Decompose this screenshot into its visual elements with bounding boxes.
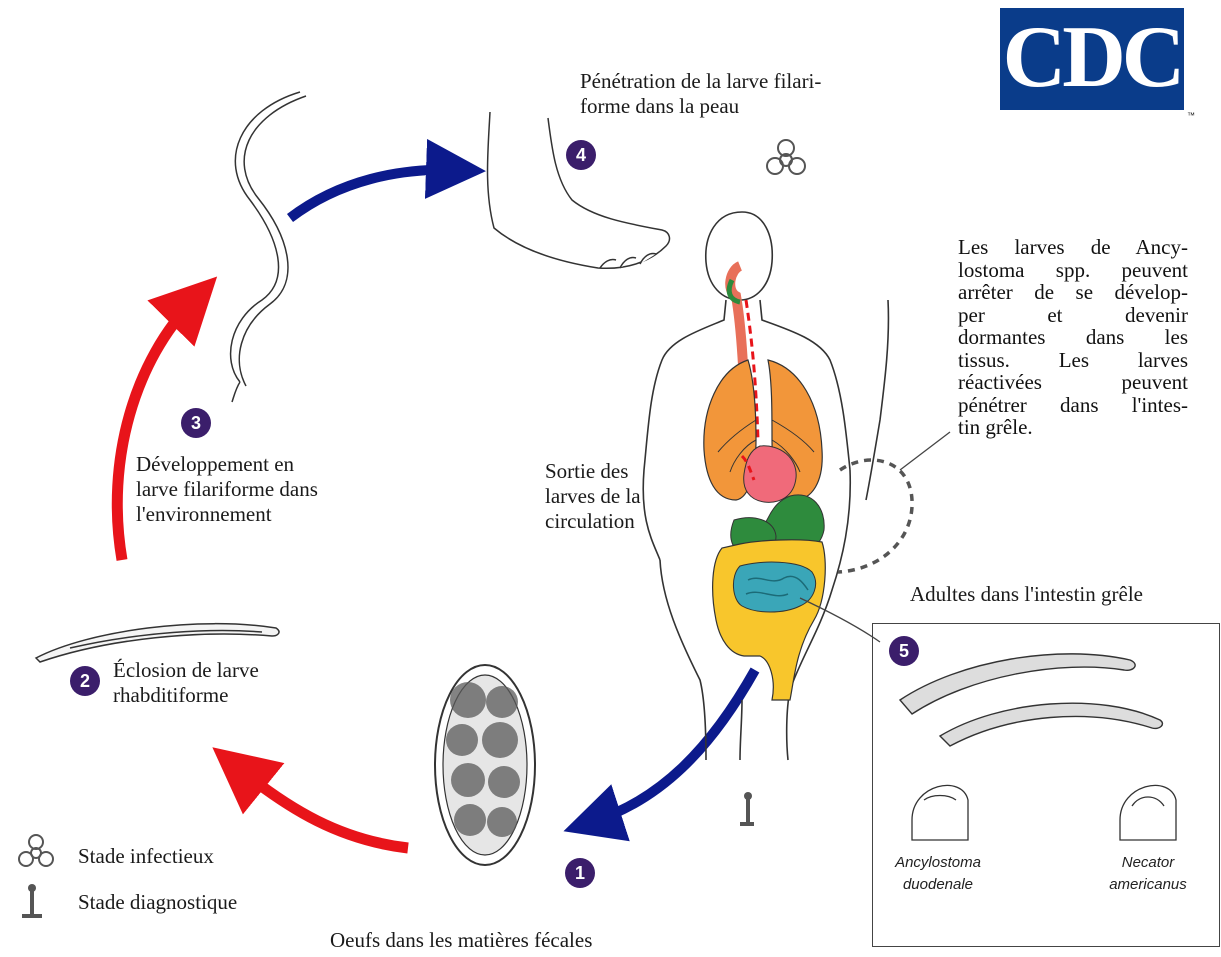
arrow-body-to-eggs <box>592 670 755 822</box>
microscope-icon-body <box>740 792 754 826</box>
step-3-badge: 3 <box>181 408 211 438</box>
step-1-label: Oeufs dans les matières fécales <box>330 928 592 953</box>
species-ancylostoma-label: Ancylostoma duodenale <box>888 852 988 896</box>
species-necator-label: Necator americanus <box>1098 852 1198 896</box>
step-4-badge: 4 <box>566 140 596 170</box>
biohazard-icon <box>19 835 53 866</box>
step-2-badge: 2 <box>70 666 100 696</box>
foot-image <box>488 112 670 268</box>
microscope-icon <box>22 884 42 918</box>
dormancy-note: Les larves de Ancy- lostoma spp. peuvent… <box>958 236 1188 439</box>
egg-image <box>435 665 535 865</box>
legend-infective-label: Stade infectieux <box>78 844 214 869</box>
step-4-label: Pénétration de la larve filari- forme da… <box>580 69 821 119</box>
filariform-larva-image <box>231 92 306 402</box>
arrow-egg-to-hatch <box>238 768 408 848</box>
rhabditiform-larva-image <box>36 624 279 662</box>
cdc-logo: CDC <box>1000 8 1184 110</box>
small-intestine <box>733 562 815 612</box>
step-5-label: Adultes dans l'intestin grêle <box>910 582 1143 607</box>
arrow-filariform-to-skin <box>290 170 456 218</box>
step-3-label: Développement en larve filariforme dans … <box>136 452 318 527</box>
adults-box <box>872 623 1220 947</box>
legend-diagnostic-label: Stade diagnostique <box>78 890 237 915</box>
step-1-badge: 1 <box>565 858 595 888</box>
step-2-label: Éclosion de larve rhabditiforme <box>113 658 259 708</box>
trademark-mark: ™ <box>1187 111 1195 120</box>
circulation-label: Sortie des larves de la circulation <box>545 459 641 534</box>
biohazard-icon-skin <box>767 140 805 174</box>
